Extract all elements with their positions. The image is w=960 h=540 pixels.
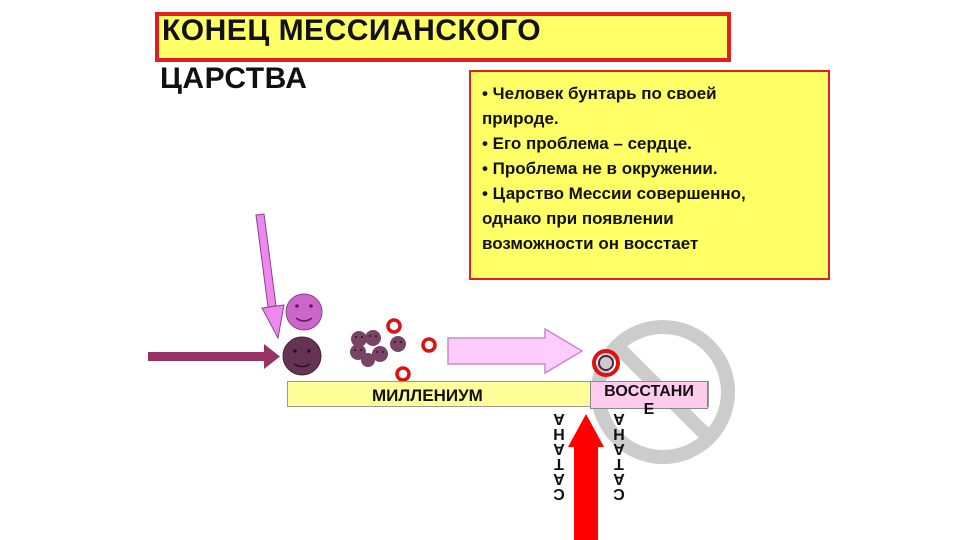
vertical-letter: А [613,470,625,487]
vertical-letter: А [613,440,625,457]
vertical-letter: А [553,440,565,457]
note-box: • Человек бунтарь по своей природе. • Ег… [469,70,830,280]
vertical-letter: А [613,410,625,427]
title-box [155,12,731,62]
vertical-letter: А [553,470,565,487]
red-rings-icon [386,318,437,382]
rebellion-ring-icon [592,349,620,377]
rebellion-label: ВОССТАНИ Е [590,381,708,418]
millennium-label: МИЛЛЕНИУМ [372,386,483,405]
note-line: • Его проблема – сердце. [482,134,692,153]
vertical-letter: А [553,410,565,427]
note-line: • Человек бунтарь по своей [482,84,717,103]
note-line: возможности он восстает [482,234,699,253]
note-line: • Проблема не в окружении. [482,159,718,178]
note-line: • Царство Мессии совершенно, [482,184,746,203]
vertical-letter: Н [613,425,625,442]
rebellion-line-2: Е [643,401,655,418]
vertical-letter: Т [614,455,624,472]
dark-face-icon [282,336,322,376]
red-upward-arrow [568,414,604,540]
vertical-letter: Т [554,455,564,472]
vertical-letter: С [553,485,565,502]
rebellion-line-1: ВОССТАНИ [604,383,694,400]
pink-block-arrow [447,327,584,375]
vertical-letter: С [613,485,625,502]
purple-face-icon [285,293,323,331]
title-line-2: ЦАРСТВА [160,62,308,95]
note-line: однако при появлении [482,209,674,228]
title-line-1: КОНЕЦ МЕССИАНСКОГО [162,14,542,47]
vertical-letter: Н [553,425,565,442]
crowd-faces-icon [350,330,406,367]
note-line: природе. [482,109,559,128]
maroon-horizontal-arrow [148,344,280,369]
pink-diagonal-arrow [255,213,285,340]
